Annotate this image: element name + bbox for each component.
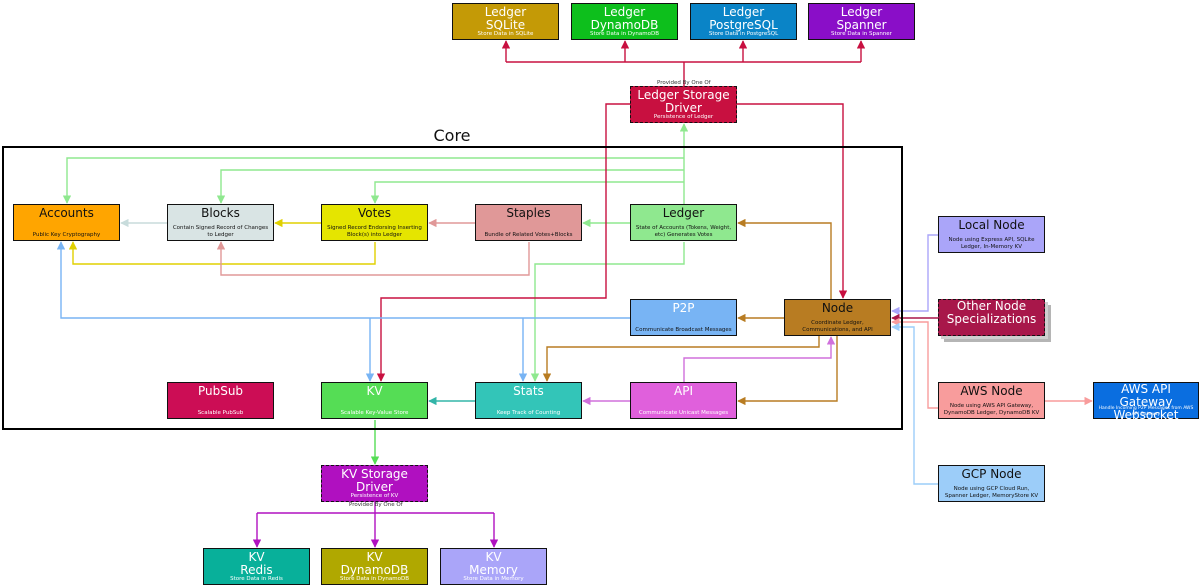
ledger-sqlite-desc: Store Data in SQLite [477,30,534,37]
kv-desc: Scalable Key-Value Store [340,409,409,416]
local-node-title: Local Node [958,218,1025,232]
kv-dynamodb-title: KV DynamoDB [340,550,409,577]
node-box: Node Coordinate Ledger, Communications, … [784,299,891,336]
kv-storage-driver-title: KV Storage Driver [341,467,408,494]
kv-title: KV [366,384,383,398]
votes-desc: Signed Record Endorsing Inserting Block(… [327,225,422,238]
kv-memory-box: KV Memory Store Data in Memory [440,548,547,585]
stats-title: Stats [513,384,544,398]
accounts-title: Accounts [39,206,94,220]
ledger-dynamodb-title: Ledger DynamoDB [590,5,659,32]
p2p-box: P2P Communicate Broadcast Messages [630,299,737,336]
local-node-box: Local Node Node using Express API, SQLit… [938,216,1045,253]
ledger-storage-driver-title: Ledger Storage Driver [637,88,730,115]
staples-box: Staples Bundle of Related Votes+Blocks [475,204,582,241]
ledger-postgresql-box: Ledger PostgreSQL Store Data in PostgreS… [690,3,797,40]
edge-driver-to-node [737,103,848,299]
aws-websocket-driver-box: AWS API Gateway Websocket Driver Handle … [1093,382,1199,435]
ledger-box: Ledger State of Accounts (Tokens, Weight… [630,204,737,241]
edge-staples-to-blocks [216,241,530,276]
local-node-desc: Node using Express API, SQLite Ledger, I… [948,237,1035,250]
aws-websocket-driver-desc: Handle Incoming P2P Messages from AWS AP… [1098,406,1194,417]
edge-aws-to-node [891,317,938,409]
ledger-dynamodb-box: Ledger DynamoDB Store Data in DynamoDB [571,3,678,40]
blocks-desc: Contain Signed Record of Changes to Ledg… [172,225,269,238]
gcp-node-box: GCP Node Node using GCP Cloud Run, Spann… [938,465,1045,502]
edge-ledger-to-blocks [216,169,684,204]
accounts-desc: Public Key Cryptography [32,231,101,238]
edge-node-to-api [737,336,838,406]
kv-box: KV Scalable Key-Value Store [321,382,428,419]
ledger-sqlite-box: Ledger SQLite Store Data in SQLite [452,3,559,40]
api-desc: Communicate Unicast Messages [638,409,729,416]
blocks-box: Blocks Contain Signed Record of Changes … [167,204,274,241]
staples-title: Staples [506,206,551,220]
other-node-title: Other Node Specializations [946,299,1037,326]
ledger-postgresql-title: Ledger PostgreSQL [709,5,778,32]
ledger-dynamodb-desc: Store Data in DynamoDB [589,30,659,37]
kv-storage-driver-desc: Persistence of KV [350,492,399,499]
kv-storage-driver-box: KV Storage Driver Persistence of KV [321,465,428,502]
aws-websocket-driver-title: AWS API Gateway Websocket Driver [1113,382,1179,435]
p2p-title: P2P [672,301,695,315]
edge-ledger-to-votes [370,181,684,204]
edge-gcp-to-node [891,322,938,485]
kv-redis-box: KV Redis Store Data in Redis [203,548,310,585]
ledger-postgresql-desc: Store Data in PostgreSQL [708,30,779,37]
kv-provided-annotation: Provided By One Of [349,502,403,508]
node-desc: Coordinate Ledger, Communications, and A… [802,320,873,333]
pubsub-desc: Scalable PubSub [197,409,244,416]
pubsub-title: PubSub [197,384,244,398]
edge-votes-to-accounts [68,241,376,265]
votes-box: Votes Signed Record Endorsing Inserting … [321,204,428,241]
kv-memory-title: KV Memory [469,550,518,577]
kv-memory-desc: Store Data in Memory [463,575,524,582]
stats-box: Stats Keep Track of Counting [475,382,582,419]
kv-dynamodb-box: KV DynamoDB Store Data in DynamoDB [321,548,428,585]
ledger-spanner-title: Ledger Spanner [836,5,887,32]
ledger-storage-driver-desc: Persistence of Ledger [653,113,714,120]
api-box: API Communicate Unicast Messages [630,382,737,419]
blocks-title: Blocks [201,206,240,220]
core-label: Core [433,126,471,145]
edge-p2p-to-accounts [56,241,630,319]
edge-api-to-node [683,336,836,382]
ledger-title: Ledger [662,206,705,220]
ledger-spanner-desc: Store Data in Spanner [831,30,892,37]
edge-local-to-node [891,234,938,316]
ledger-desc: State of Accounts (Tokens, Weight, etc) … [635,225,732,238]
aws-node-title: AWS Node [960,384,1023,398]
edge-driver-to-kv [376,103,630,382]
pubsub-box: PubSub Scalable PubSub [167,382,274,419]
staples-desc: Bundle of Related Votes+Blocks [484,231,573,238]
aws-node-desc: Node using AWS API Gateway, DynamoDB Led… [943,403,1040,416]
edge-ledger-to-stats [530,242,685,382]
kv-dynamodb-desc: Store Data in DynamoDB [339,575,409,582]
api-title: API [674,384,693,398]
gcp-node-desc: Node using GCP Cloud Run, Spanner Ledger… [944,486,1039,499]
stats-desc: Keep Track of Counting [496,409,561,416]
gcp-node-title: GCP Node [961,467,1022,481]
p2p-desc: Communicate Broadcast Messages [635,326,732,333]
aws-node-box: AWS Node Node using AWS API Gateway, Dyn… [938,382,1045,419]
core-boundary [2,146,903,430]
edge-ledger-to-accounts [62,157,684,204]
edge-node-to-ledger [737,218,832,299]
kv-redis-desc: Store Data in Redis [230,575,283,582]
ledger-spanner-box: Ledger Spanner Store Data in Spanner [808,3,915,40]
edge-node-to-stats [542,336,820,382]
node-title: Node [821,301,854,315]
ledger-storage-driver-box: Ledger Storage Driver Persistence of Led… [630,86,737,123]
kv-redis-title: KV Redis [240,550,273,577]
ledger-sqlite-title: Ledger SQLite [484,5,527,32]
votes-title: Votes [358,206,391,220]
other-node-specializations-box: Other Node Specializations [938,299,1045,336]
ledger-provided-annotation: Provided By One Of [657,80,711,86]
accounts-box: Accounts Public Key Cryptography [13,204,120,241]
